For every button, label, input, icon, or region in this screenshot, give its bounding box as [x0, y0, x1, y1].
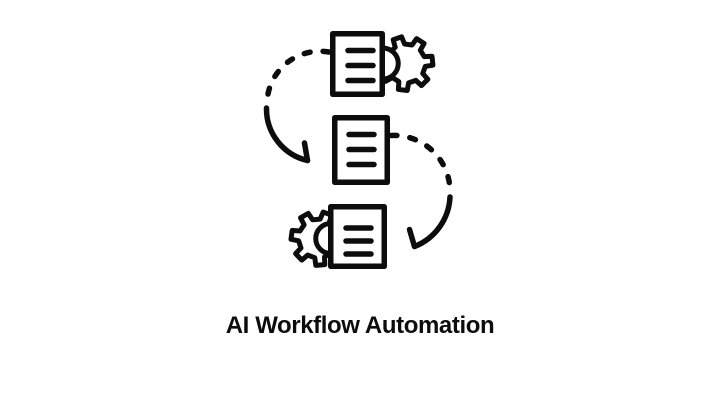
- dashed-arc: [388, 132, 453, 194]
- document-gear-icon-bottom: [288, 204, 387, 269]
- arrowhead-icon: [406, 226, 418, 250]
- document-lines: [346, 131, 377, 168]
- arrow-curve: [411, 194, 453, 250]
- dashed-arrow-top-to-middle: [263, 48, 332, 164]
- page-title: AI Workflow Automation: [225, 312, 495, 339]
- arrowhead-icon: [301, 140, 311, 164]
- document-lines: [345, 47, 376, 84]
- document-gear-icon-top: [330, 31, 436, 97]
- document-shape: [328, 204, 387, 269]
- document-lines: [343, 225, 374, 257]
- document-shape: [330, 31, 385, 97]
- document-icon-middle: [332, 115, 390, 185]
- dashed-arrow-middle-to-bottom: [388, 132, 453, 250]
- dashed-arc: [264, 48, 332, 107]
- arrow-curve: [263, 105, 311, 164]
